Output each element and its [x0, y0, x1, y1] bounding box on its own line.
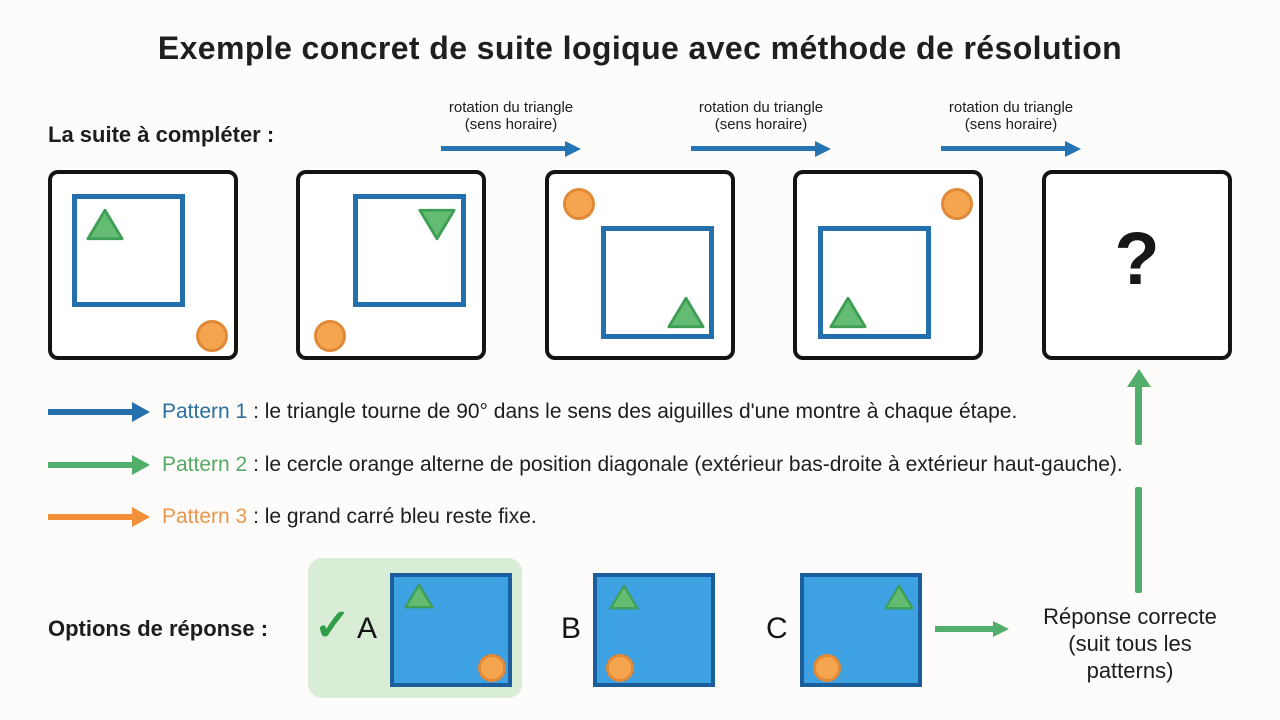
orange-right-arrow-icon [48, 514, 132, 520]
sequence-cell-1 [48, 170, 238, 360]
green-triangle-up-icon [609, 584, 639, 610]
blue-square [72, 194, 185, 307]
transition-3: rotation du triangle (sens horaire) [926, 99, 1096, 161]
pattern-row-3: Pattern 3 : le grand carré bleu reste fi… [48, 503, 537, 531]
pattern-2-text: Pattern 2 : le cercle orange alterne de … [162, 453, 1123, 477]
pattern-2-name: Pattern 2 [162, 453, 248, 476]
answer-note-line2: (suit tous les patterns) [1068, 631, 1192, 683]
pattern-1-name: Pattern 1 [162, 400, 248, 423]
blue-right-arrow-icon [941, 146, 1065, 151]
orange-circle-icon [314, 320, 346, 352]
option-c-square [800, 573, 922, 687]
answer-note-line1: Réponse correcte [1043, 604, 1217, 629]
green-triangle-up-icon [667, 296, 705, 329]
pattern-3-desc: : le grand carré bleu reste fixe. [247, 505, 537, 528]
transition-label-line1: rotation du triangle [948, 99, 1074, 116]
question-mark: ? [1114, 217, 1160, 300]
pattern-2-desc: : le cercle orange alterne de position d… [247, 453, 1123, 476]
answer-note: Réponse correcte (suit tous les patterns… [1030, 603, 1230, 684]
option-c-letter: C [766, 612, 788, 645]
transition-1: rotation du triangle (sens horaire) [426, 99, 596, 161]
sequence-cell-3 [545, 170, 735, 360]
page-title: Exemple concret de suite logique avec mé… [157, 30, 1123, 66]
green-triangle-up-icon [86, 208, 124, 241]
orange-circle-icon [813, 654, 841, 682]
answer-up-arrow-shaft [1135, 386, 1142, 445]
pattern-3-name: Pattern 3 [162, 505, 248, 528]
blue-right-arrow-icon [691, 146, 815, 151]
option-b-letter: B [561, 612, 582, 645]
option-b-square [593, 573, 715, 687]
green-triangle-up-icon [404, 583, 434, 609]
orange-circle-icon [941, 188, 973, 220]
green-triangle-down-icon [418, 208, 456, 241]
pattern-3-text: Pattern 3 : le grand carré bleu reste fi… [162, 505, 537, 529]
transition-label-line2: (sens horaire) [964, 116, 1058, 133]
sequence-label: La suite à compléter : [48, 122, 275, 147]
green-right-arrow-icon [48, 462, 132, 468]
green-right-arrow-icon [935, 626, 993, 632]
sequence-cell-4 [793, 170, 983, 360]
sequence-cell-unknown: ? [1042, 170, 1232, 360]
transition-label-line2: (sens horaire) [464, 116, 558, 133]
options-label: Options de réponse : [48, 616, 269, 641]
orange-circle-icon [196, 320, 228, 352]
orange-circle-icon [563, 188, 595, 220]
pattern-1-desc: : le triangle tourne de 90° dans le sens… [247, 400, 1018, 423]
transition-label-line2: (sens horaire) [714, 116, 808, 133]
pattern-row-2: Pattern 2 : le cercle orange alterne de … [48, 451, 1123, 479]
checkmark-icon: ✓ [314, 601, 351, 650]
orange-circle-icon [606, 654, 634, 682]
blue-right-arrow-icon [441, 146, 565, 151]
sequence-cell-2 [296, 170, 486, 360]
green-triangle-up-icon [884, 584, 914, 610]
pattern-1-text: Pattern 1 : le triangle tourne de 90° da… [162, 400, 1017, 424]
orange-circle-icon [478, 654, 506, 682]
transition-label-line1: rotation du triangle [448, 99, 574, 116]
pattern-row-1: Pattern 1 : le triangle tourne de 90° da… [48, 398, 1017, 426]
blue-right-arrow-icon [48, 409, 132, 415]
green-triangle-up-icon [829, 296, 867, 329]
answer-up-arrow-shaft [1135, 487, 1142, 593]
answer-up-arrow-icon [1127, 369, 1151, 387]
transition-label-line1: rotation du triangle [698, 99, 824, 116]
option-a-square [390, 573, 512, 687]
transition-2: rotation du triangle (sens horaire) [676, 99, 846, 161]
option-a-letter: A [357, 612, 378, 645]
